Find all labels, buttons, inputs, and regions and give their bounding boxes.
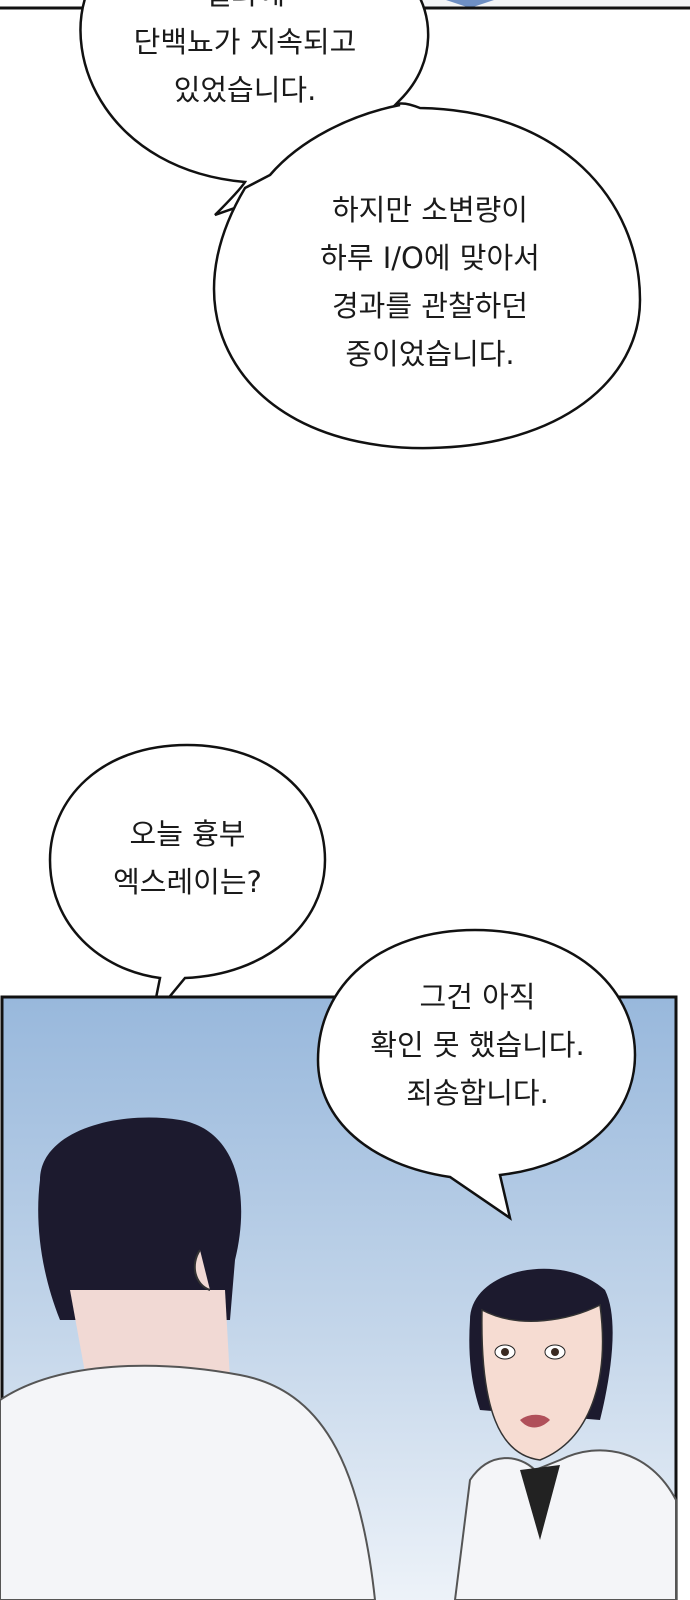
dialogue-line: 경과를 관찰하던 (332, 289, 528, 323)
bubble-3-text: 오늘 흉부 엑스레이는? (40, 810, 335, 906)
dialogue-line: 그건 아직 (419, 980, 536, 1014)
bubble-4-text: 그건 아직 확인 못 했습니다. 죄송합니다. (320, 973, 635, 1117)
speech-bubble-4 (316, 928, 637, 1221)
dialogue-line: 엑스레이는? (113, 865, 262, 899)
dialogue-line: 중이었습니다. (345, 337, 515, 371)
bubble-1-text: 결과에 단백뇨가 지속되고 있었습니다. (95, 0, 395, 114)
resident-doctor (453, 1268, 677, 1600)
speech-bubble-2 (212, 102, 642, 450)
dialogue-line: 하지만 소변량이 (332, 193, 528, 227)
dialogue-line: 결과에 (95, 0, 395, 18)
dialogue-line: 단백뇨가 지속되고 (133, 25, 357, 59)
speech-bubble-1 (79, 0, 430, 217)
dialogue-line: 죄송합니다. (406, 1076, 549, 1110)
dialogue-line: 확인 못 했습니다. (370, 1028, 585, 1062)
doctor-back-view (0, 1117, 377, 1600)
dialogue-line: 하루 I/O에 맞아서 (320, 241, 540, 275)
bubble-2-text: 하지만 소변량이 하루 I/O에 맞아서 경과를 관찰하던 중이었습니다. (255, 186, 605, 378)
dialogue-line: 있었습니다. (173, 73, 317, 107)
dialogue-line: 오늘 흉부 (129, 817, 246, 851)
